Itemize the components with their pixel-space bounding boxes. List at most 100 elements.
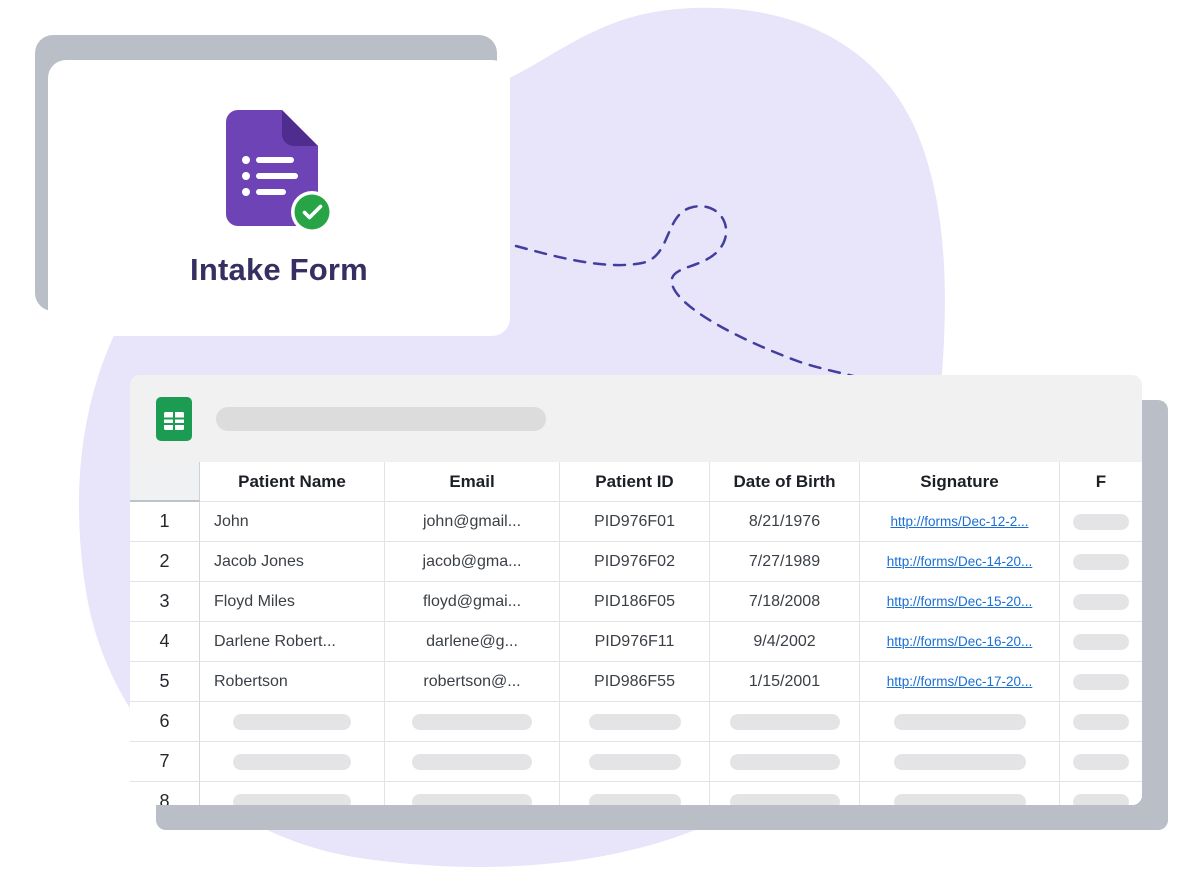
cell-patient-id[interactable] <box>560 702 710 742</box>
check-circle-icon <box>291 191 333 233</box>
cell-signature: http://forms/Dec-16-20... <box>860 622 1060 662</box>
placeholder-pill <box>1073 753 1129 770</box>
cell-signature[interactable] <box>860 782 1060 805</box>
col-header-signature[interactable]: Signature <box>860 462 1060 502</box>
placeholder-pill <box>233 793 351 805</box>
placeholder-pill <box>412 713 532 730</box>
col-header-patient-id[interactable]: Patient ID <box>560 462 710 502</box>
cell-f[interactable] <box>1060 542 1142 582</box>
row-number[interactable]: 2 <box>130 542 200 582</box>
cell-signature: http://forms/Dec-17-20... <box>860 662 1060 702</box>
cell-dob[interactable]: 7/27/1989 <box>710 542 860 582</box>
placeholder-pill <box>1073 713 1129 730</box>
sheet-toolbar <box>130 375 1142 462</box>
cell-email[interactable]: jacob@gma... <box>385 542 560 582</box>
cell-signature[interactable] <box>860 702 1060 742</box>
placeholder-pill <box>893 793 1026 805</box>
title-placeholder-bar <box>216 406 546 431</box>
cell-patient-name[interactable] <box>200 782 385 805</box>
placeholder-pill <box>893 713 1026 730</box>
cell-f[interactable] <box>1060 742 1142 782</box>
signature-link[interactable]: http://forms/Dec-16-20... <box>886 634 1033 649</box>
cell-f[interactable] <box>1060 662 1142 702</box>
cell-patient-id[interactable] <box>560 782 710 805</box>
cell-dob[interactable]: 8/21/1976 <box>710 502 860 542</box>
placeholder-pill <box>729 753 840 770</box>
spreadsheet-table: Patient Name Email Patient ID Date of Bi… <box>130 462 1142 805</box>
cell-patient-name[interactable]: Robertson <box>200 662 385 702</box>
intake-form-card: Intake Form <box>48 60 510 336</box>
placeholder-pill <box>588 753 681 770</box>
row-number[interactable]: 5 <box>130 662 200 702</box>
row-number[interactable]: 7 <box>130 742 200 782</box>
cell-patient-name[interactable] <box>200 702 385 742</box>
col-header-email[interactable]: Email <box>385 462 560 502</box>
row-number[interactable]: 3 <box>130 582 200 622</box>
placeholder-pill <box>233 753 351 770</box>
placeholder-pill <box>1073 793 1129 805</box>
cell-patient-id[interactable]: PID986F55 <box>560 662 710 702</box>
placeholder-pill <box>233 713 351 730</box>
signature-link[interactable]: http://forms/Dec-17-20... <box>886 674 1033 689</box>
placeholder-pill <box>893 753 1026 770</box>
placeholder-pill <box>412 793 532 805</box>
spreadsheet-window: Patient Name Email Patient ID Date of Bi… <box>130 375 1142 805</box>
placeholder-pill <box>1073 593 1129 610</box>
placeholder-pill <box>1073 673 1129 690</box>
cell-patient-id[interactable]: PID186F05 <box>560 582 710 622</box>
col-header-f[interactable]: F <box>1060 462 1142 502</box>
cell-email[interactable] <box>385 782 560 805</box>
cell-f[interactable] <box>1060 782 1142 805</box>
cell-patient-id[interactable] <box>560 742 710 782</box>
placeholder-pill <box>729 713 840 730</box>
cell-email[interactable] <box>385 742 560 782</box>
row-number[interactable]: 1 <box>130 502 200 542</box>
cell-dob[interactable]: 9/4/2002 <box>710 622 860 662</box>
corner-cell[interactable] <box>130 462 200 502</box>
placeholder-pill <box>1073 513 1129 530</box>
col-header-dob[interactable]: Date of Birth <box>710 462 860 502</box>
cell-signature[interactable] <box>860 742 1060 782</box>
row-number[interactable]: 8 <box>130 782 200 805</box>
cell-dob[interactable] <box>710 702 860 742</box>
google-sheets-icon <box>156 396 192 441</box>
cell-email[interactable]: robertson@... <box>385 662 560 702</box>
cell-f[interactable] <box>1060 502 1142 542</box>
cell-dob[interactable] <box>710 782 860 805</box>
dashed-connector <box>514 205 870 382</box>
cell-patient-name[interactable]: Jacob Jones <box>200 542 385 582</box>
placeholder-pill <box>1073 633 1129 650</box>
google-forms-icon <box>226 110 333 233</box>
cell-patient-id[interactable]: PID976F11 <box>560 622 710 662</box>
cell-patient-name[interactable]: John <box>200 502 385 542</box>
cell-f[interactable] <box>1060 702 1142 742</box>
placeholder-pill <box>1073 553 1129 570</box>
row-number[interactable]: 4 <box>130 622 200 662</box>
cell-f[interactable] <box>1060 622 1142 662</box>
placeholder-pill <box>588 713 681 730</box>
col-header-patient-name[interactable]: Patient Name <box>200 462 385 502</box>
cell-dob[interactable]: 7/18/2008 <box>710 582 860 622</box>
card-title: Intake Form <box>190 252 368 287</box>
placeholder-pill <box>729 793 840 805</box>
cell-email[interactable]: darlene@g... <box>385 622 560 662</box>
cell-f[interactable] <box>1060 582 1142 622</box>
cell-dob[interactable]: 1/15/2001 <box>710 662 860 702</box>
signature-link[interactable]: http://forms/Dec-15-20... <box>886 594 1033 609</box>
cell-signature: http://forms/Dec-12-2... <box>860 502 1060 542</box>
cell-patient-id[interactable]: PID976F02 <box>560 542 710 582</box>
placeholder-pill <box>412 753 532 770</box>
signature-link[interactable]: http://forms/Dec-12-2... <box>890 514 1029 529</box>
cell-email[interactable]: floyd@gmai... <box>385 582 560 622</box>
cell-patient-name[interactable]: Floyd Miles <box>200 582 385 622</box>
cell-email[interactable]: john@gmail... <box>385 502 560 542</box>
row-number[interactable]: 6 <box>130 702 200 742</box>
cell-email[interactable] <box>385 702 560 742</box>
placeholder-pill <box>588 793 681 805</box>
cell-patient-name[interactable]: Darlene Robert... <box>200 622 385 662</box>
cell-patient-name[interactable] <box>200 742 385 782</box>
cell-dob[interactable] <box>710 742 860 782</box>
cell-patient-id[interactable]: PID976F01 <box>560 502 710 542</box>
cell-signature: http://forms/Dec-15-20... <box>860 582 1060 622</box>
signature-link[interactable]: http://forms/Dec-14-20... <box>886 554 1033 569</box>
